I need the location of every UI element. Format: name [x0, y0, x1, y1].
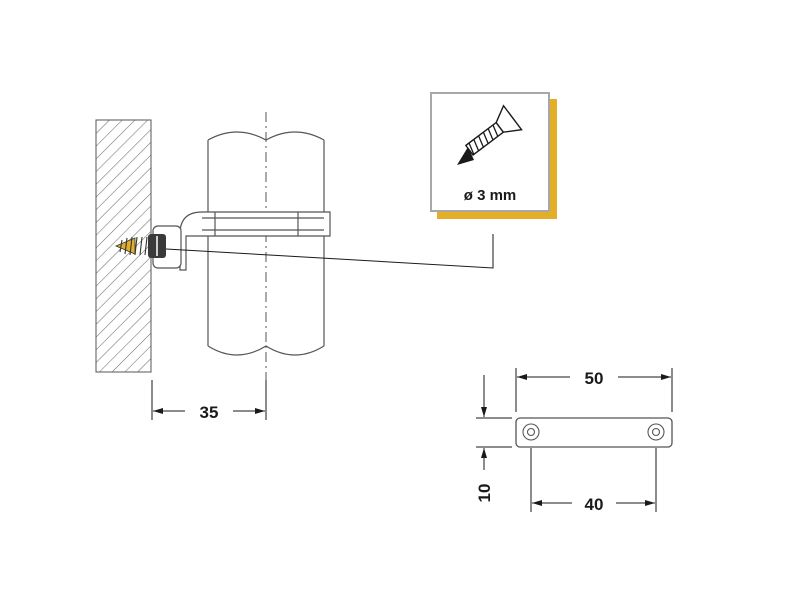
dimension-10-label: 10: [475, 484, 494, 503]
screw: [114, 234, 166, 258]
mounting-plate: [515, 417, 673, 448]
dimension-35-label: 35: [200, 403, 219, 422]
screw-diameter-label: ø 3 mm: [464, 187, 517, 204]
dimension-40-label: 40: [585, 495, 604, 514]
dimension-35: [151, 380, 267, 420]
bracket: [152, 211, 331, 271]
dimension-50-label: 50: [585, 369, 604, 388]
dimension-40: [530, 448, 657, 512]
countersunk-screw-icon: [457, 104, 523, 165]
screw-callout-box: ø 3 mm: [430, 92, 557, 219]
dimension-50: [515, 368, 673, 412]
dimension-10: [476, 375, 512, 470]
callout-leader: [165, 234, 494, 269]
